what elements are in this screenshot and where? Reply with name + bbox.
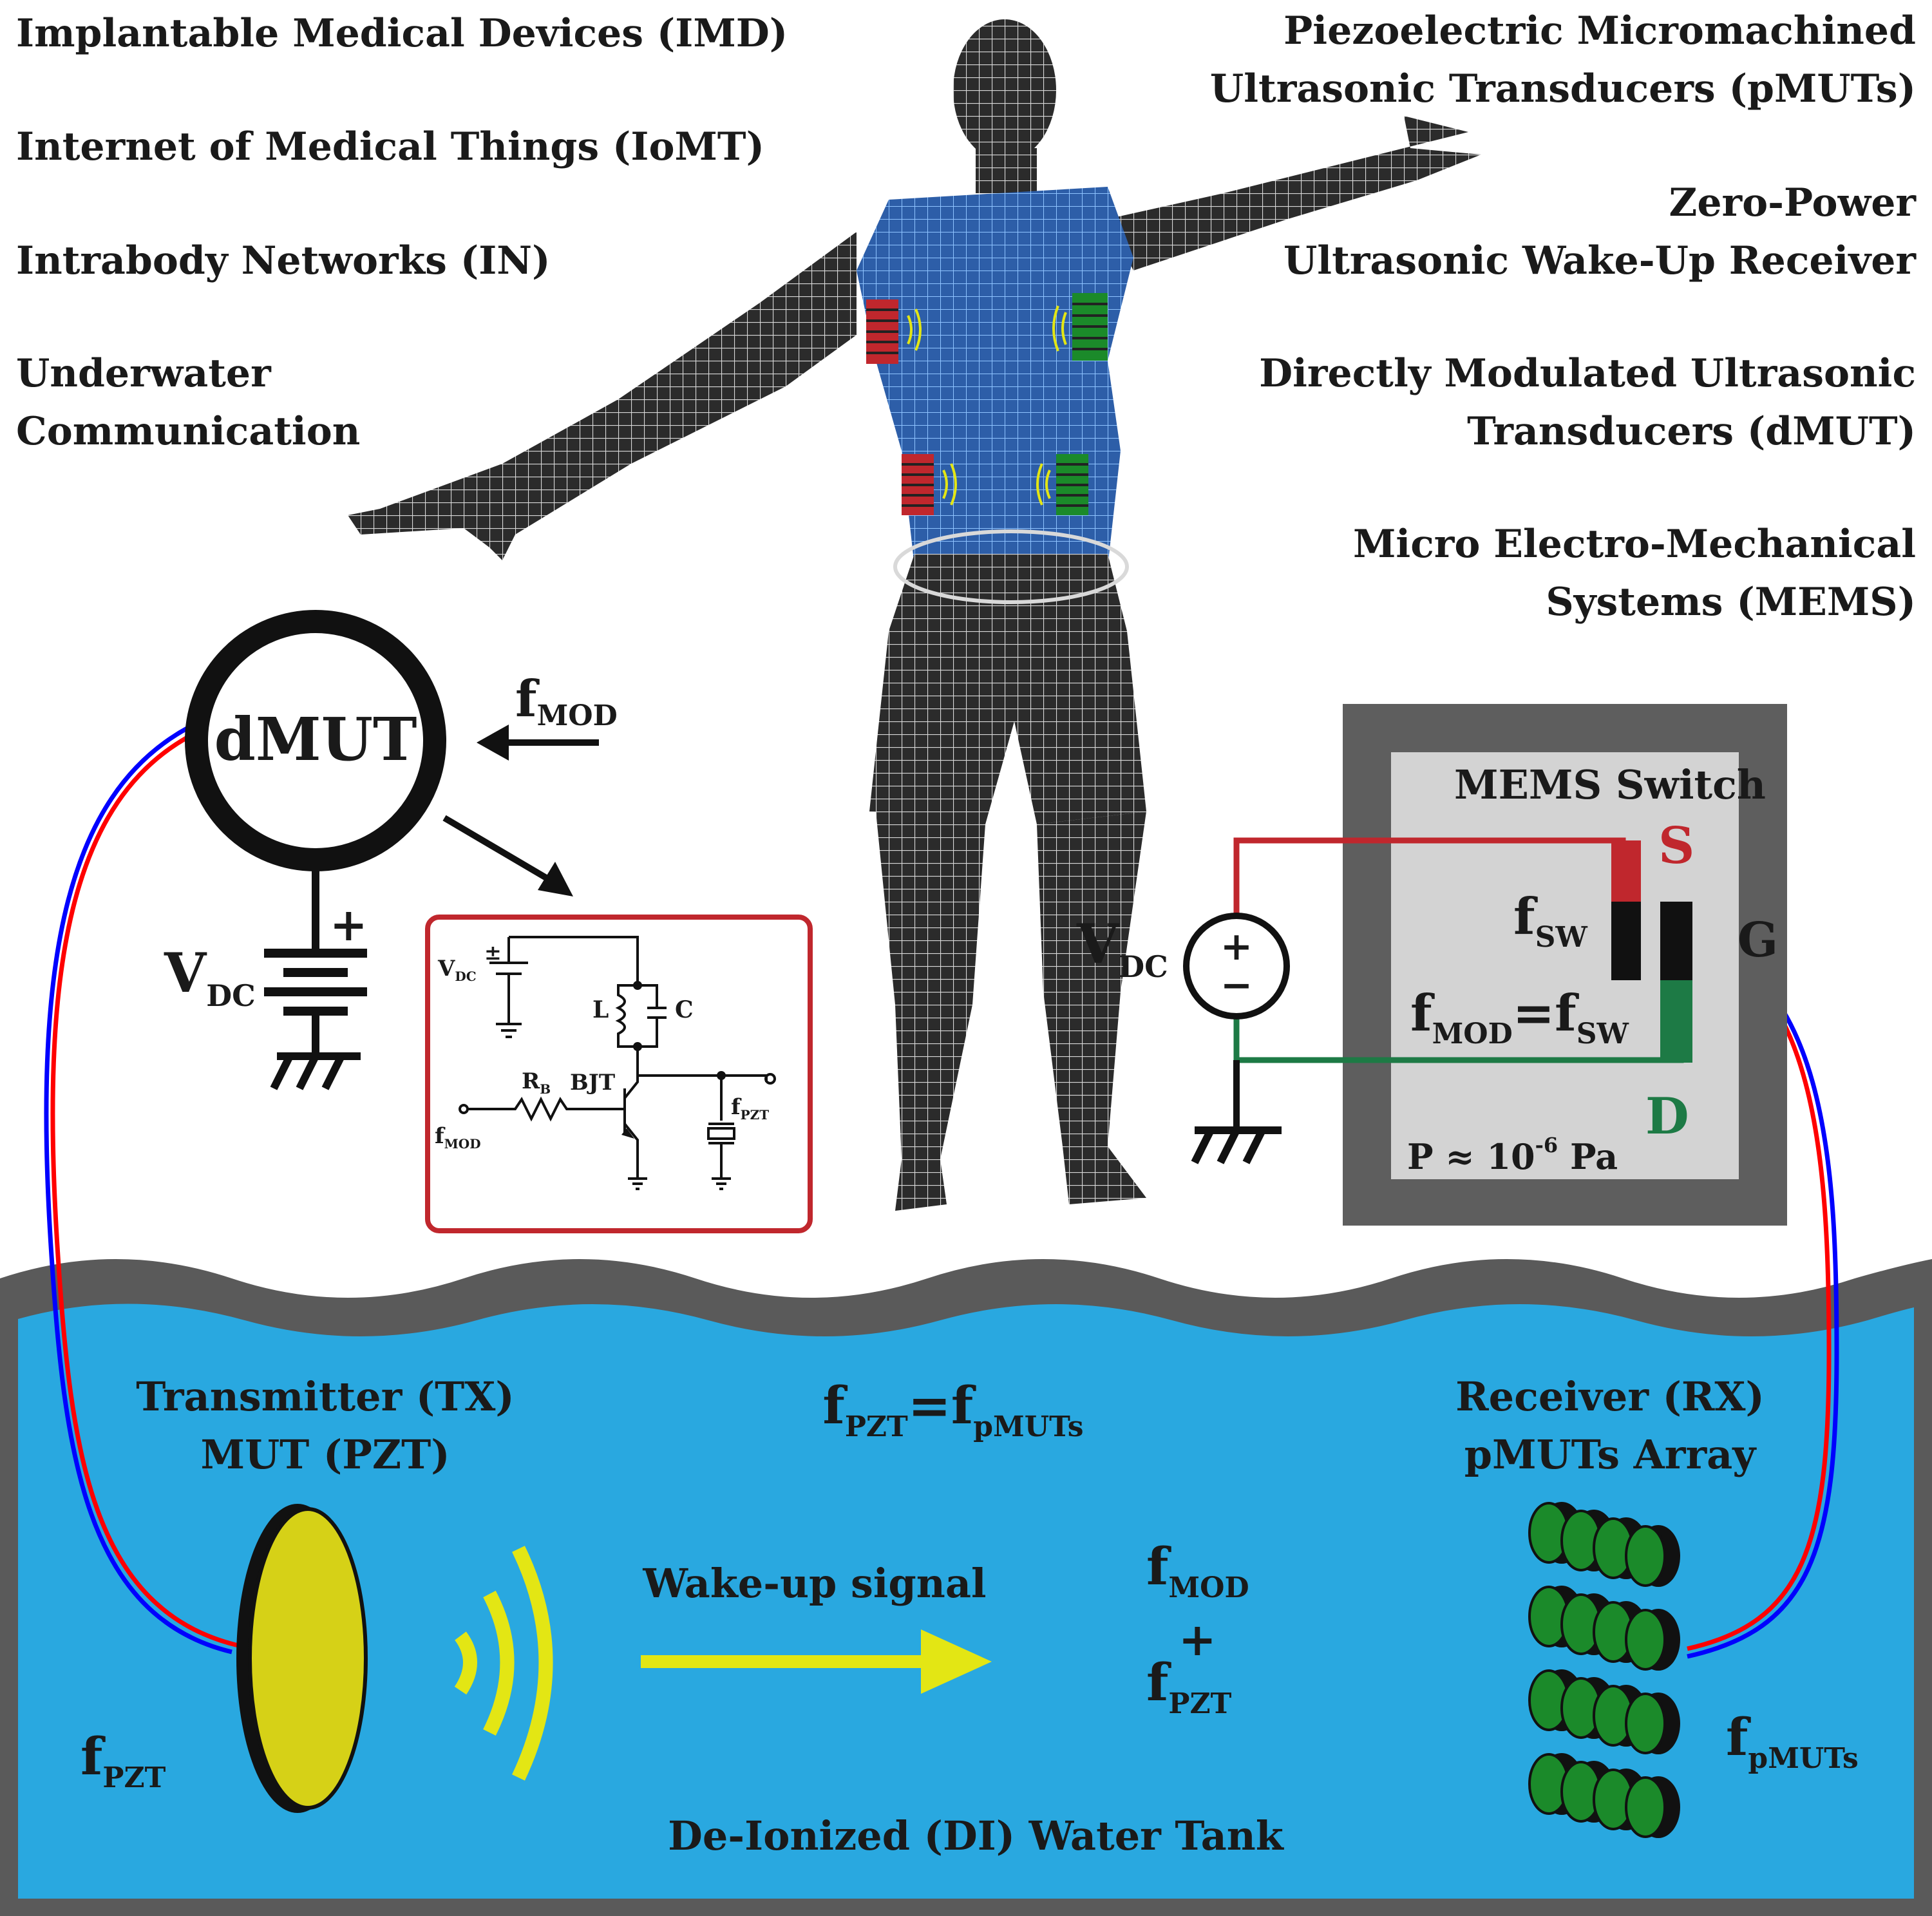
circuit-vdc-plus: ± bbox=[484, 940, 502, 965]
wake-label: Wake-up signal bbox=[642, 1560, 986, 1607]
rx-title-2: pMUTs Array bbox=[1464, 1431, 1757, 1478]
label-in: Intrabody Networks (IN) bbox=[16, 238, 551, 283]
mems-S: S bbox=[1658, 817, 1694, 875]
mems-vdc: VDC bbox=[1076, 912, 1168, 984]
battery-icon bbox=[264, 949, 367, 1016]
ground-icon-right bbox=[1191, 1126, 1282, 1164]
dmut-label: dMUT bbox=[214, 705, 417, 774]
lc-node-bottom bbox=[633, 1042, 642, 1051]
circuit-arrow-head bbox=[538, 862, 573, 896]
mems-switch: MEMS Switch S G D fSW fMOD=fSW P ≈ 10-6 … bbox=[1076, 704, 1787, 1226]
tank-fpzt-left: fPZT bbox=[80, 1726, 166, 1794]
circuit-vdc: VDC bbox=[437, 956, 477, 984]
battery-plus: + bbox=[330, 898, 368, 951]
implant-red-lower bbox=[902, 454, 934, 515]
label-zero-power: Zero-Power bbox=[1669, 180, 1917, 225]
label-mems-2: Systems (MEMS) bbox=[1546, 580, 1916, 625]
left-arm-mesh bbox=[348, 232, 857, 560]
circuit-fmod: fMOD bbox=[435, 1123, 481, 1152]
tank-plus: + bbox=[1179, 1613, 1217, 1666]
top-right-labels: Piezoelectric Micromachined Ultrasonic T… bbox=[1210, 8, 1917, 625]
gate-electrode-black bbox=[1660, 902, 1692, 980]
mems-source-plus: + bbox=[1220, 924, 1253, 969]
top-left-labels: Implantable Medical Devices (IMD) Intern… bbox=[16, 11, 788, 454]
label-imd: Implantable Medical Devices (IMD) bbox=[16, 11, 788, 56]
circuit-L: L bbox=[592, 996, 609, 1023]
implant-green-lower bbox=[1056, 454, 1088, 515]
pzt-disk-face bbox=[248, 1507, 368, 1810]
collector-node bbox=[717, 1071, 726, 1080]
rx-title-1: Receiver (RX) bbox=[1455, 1373, 1765, 1420]
lc-node-top bbox=[633, 981, 642, 990]
tank-bottom-label: De-Ionized (DI) Water Tank bbox=[668, 1812, 1285, 1859]
label-communication: Communication bbox=[16, 409, 360, 454]
label-mems-1: Micro Electro-Mechanical bbox=[1353, 522, 1916, 567]
mems-D: D bbox=[1645, 1087, 1689, 1146]
drain-electrode-green bbox=[1660, 980, 1692, 1063]
source-electrode-black bbox=[1611, 902, 1641, 980]
water-tank bbox=[0, 1259, 1932, 1916]
circuit-rb: RB bbox=[522, 1068, 551, 1097]
mems-pressure: P ≈ 10-6 Pa bbox=[1407, 1133, 1618, 1177]
head-mesh bbox=[953, 19, 1056, 161]
torso-mesh bbox=[857, 187, 1133, 567]
circuit-C: C bbox=[675, 996, 694, 1023]
cable-left-blue bbox=[44, 725, 232, 1655]
pmut-element-face bbox=[1625, 1776, 1666, 1838]
tank-fpmuts-right: fpMUTs bbox=[1726, 1707, 1859, 1775]
ground-icon-left bbox=[270, 1052, 361, 1090]
label-underwater: Underwater bbox=[16, 351, 272, 396]
pmut-element-face bbox=[1625, 1609, 1666, 1671]
waist-ring bbox=[893, 529, 1129, 604]
mems-G: G bbox=[1738, 913, 1778, 968]
pmut-array bbox=[1528, 1502, 1680, 1838]
water-body bbox=[18, 1304, 1914, 1899]
hips-mesh bbox=[869, 554, 1146, 824]
mems-source-minus: − bbox=[1220, 963, 1253, 1008]
cable-left-red bbox=[50, 732, 239, 1648]
human-mesh-figure bbox=[348, 19, 1481, 1211]
right-leg-mesh bbox=[1037, 811, 1146, 1204]
oscillator-circuit: VDC ± L C RB BJT fMOD fPZT bbox=[425, 915, 813, 1233]
dmut-vdc: VDC bbox=[164, 941, 256, 1013]
acoustic-waves-icon bbox=[454, 1546, 553, 1781]
implant-red-upper bbox=[866, 299, 898, 364]
right-arm-mesh bbox=[1108, 116, 1481, 270]
label-iomt: Internet of Medical Things (IoMT) bbox=[16, 124, 764, 169]
mems-fsw: fSW bbox=[1513, 887, 1587, 954]
pmut-element-face bbox=[1625, 1693, 1666, 1754]
bjt-emitter-arrow bbox=[621, 1128, 634, 1139]
mems-dc-source bbox=[1183, 913, 1290, 1020]
circuit-bjt: BJT bbox=[570, 1070, 615, 1096]
label-pmut-1: Piezoelectric Micromachined bbox=[1283, 8, 1916, 53]
tx-title-2: MUT (PZT) bbox=[200, 1431, 450, 1478]
dmut-block: dMUT fMOD + VDC bbox=[164, 610, 618, 1090]
dmut-fmod: fMOD bbox=[515, 670, 618, 732]
tx-title-1: Transmitter (TX) bbox=[136, 1373, 515, 1420]
fmod-arrow-head bbox=[477, 725, 509, 761]
tank-fmod: fMOD bbox=[1146, 1536, 1249, 1604]
neck-mesh bbox=[976, 148, 1037, 193]
label-dmut-2: Transducers (dMUT) bbox=[1467, 409, 1916, 454]
label-wakeup-rx: Ultrasonic Wake-Up Receiver bbox=[1283, 238, 1917, 283]
pmut-element-face bbox=[1625, 1525, 1666, 1587]
implant-green-upper bbox=[1072, 293, 1108, 361]
mems-fmod-eq: fMOD=fSW bbox=[1410, 984, 1629, 1050]
label-pmut-2: Ultrasonic Transducers (pMUTs) bbox=[1210, 66, 1916, 111]
circuit-arrow-shaft bbox=[442, 815, 556, 886]
implant-waves bbox=[907, 305, 1067, 506]
wake-arrow-head bbox=[921, 1629, 992, 1694]
mems-title: MEMS Switch bbox=[1454, 761, 1766, 808]
source-electrode-red bbox=[1611, 840, 1641, 902]
freq-equality: fPZT=fpMUTs bbox=[822, 1375, 1083, 1443]
circuit-fpzt: fPZT bbox=[731, 1094, 769, 1123]
label-dmut-1: Directly Modulated Ultrasonic bbox=[1259, 351, 1916, 396]
tank-content: Transmitter (TX) MUT (PZT) Receiver (RX)… bbox=[80, 1373, 1859, 1859]
circuit-box bbox=[425, 915, 813, 1233]
tank-fpzt: fPZT bbox=[1146, 1652, 1232, 1720]
left-leg-mesh bbox=[876, 811, 985, 1211]
